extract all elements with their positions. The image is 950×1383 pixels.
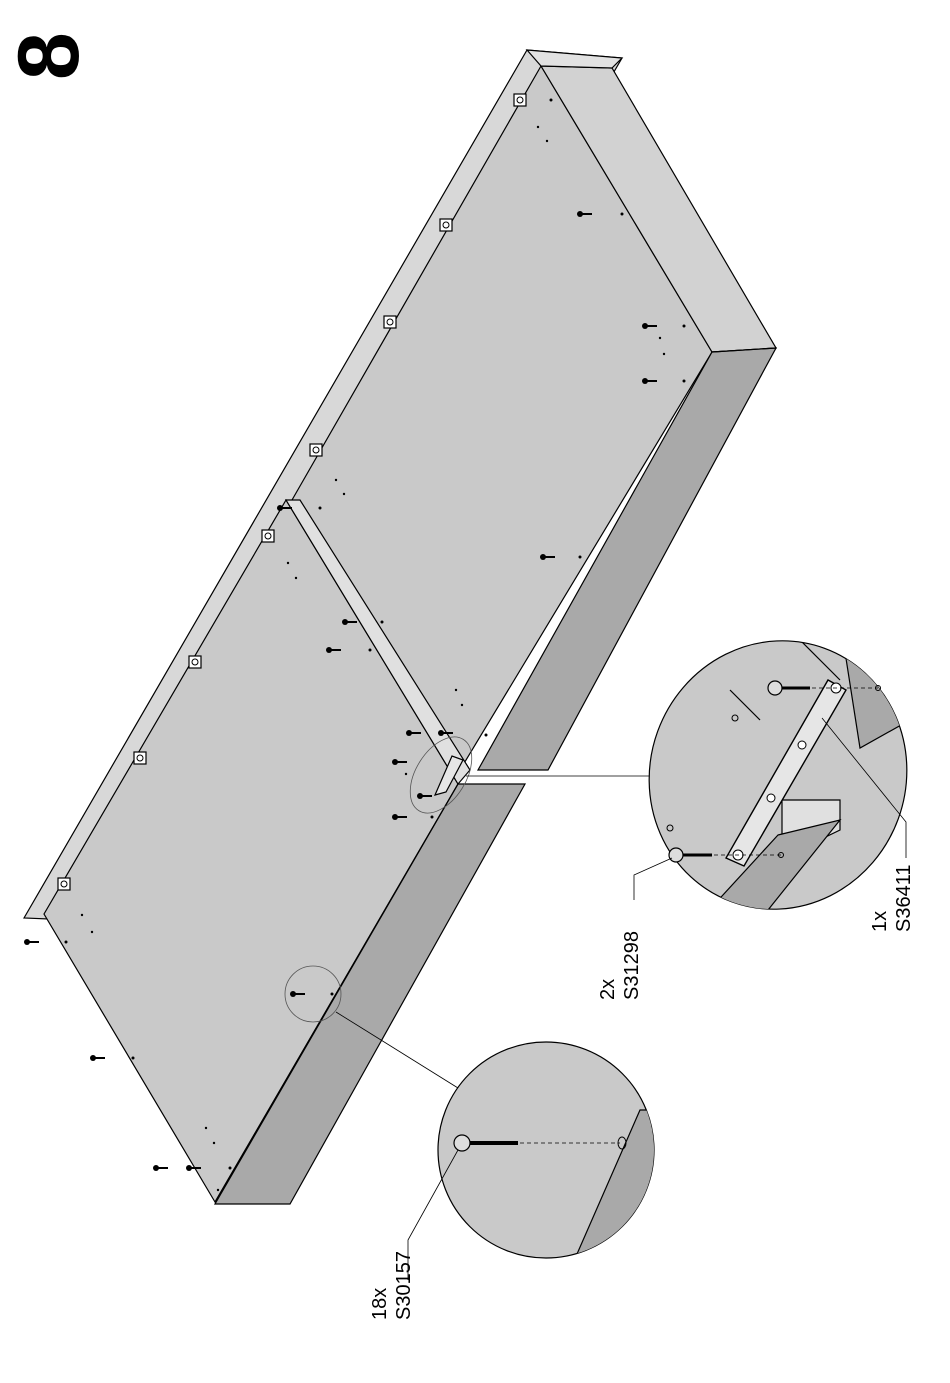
detail-screw <box>438 1042 680 1270</box>
part-qty: 2x <box>596 931 620 1000</box>
part-qty: 18x <box>368 1251 392 1320</box>
part-code: S36411 <box>892 865 916 932</box>
part-label-cam-screw: 2x S31298 <box>596 931 644 1000</box>
part-qty: 1x <box>868 865 892 932</box>
end-board-right-top <box>527 50 622 68</box>
part-label-plate: 1x S36411 <box>868 865 916 932</box>
part-label-screw: 18x S30157 <box>368 1251 416 1320</box>
step-number: 8 <box>6 32 92 80</box>
part-code: S31298 <box>620 931 644 1000</box>
part-code: S30157 <box>392 1251 416 1320</box>
